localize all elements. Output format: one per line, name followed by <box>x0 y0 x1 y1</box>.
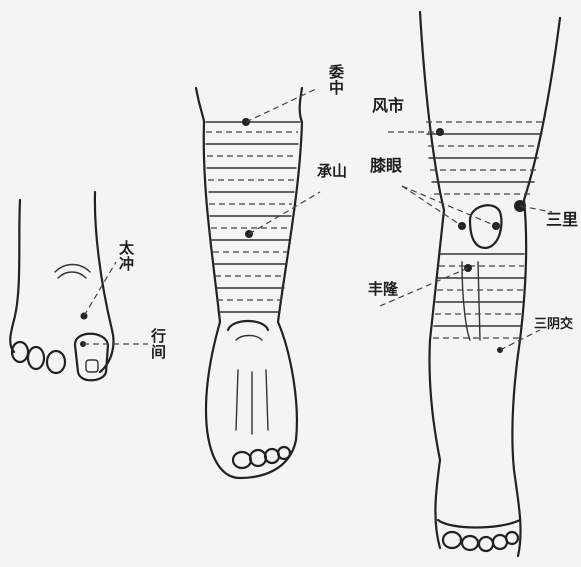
sanyinjiao-label: 三阴交 <box>534 318 573 331</box>
leg-front-right-outline <box>512 18 560 556</box>
taichong-label: 太冲 <box>118 240 133 272</box>
foot-top-toes <box>12 334 108 381</box>
weizhong-leader <box>246 88 318 122</box>
foot-top-crease-2 <box>58 272 86 278</box>
heel-curve <box>228 321 268 330</box>
lower-leg-back-figure <box>196 88 320 478</box>
leg-back-hatching <box>206 122 300 312</box>
xiyan-label: 膝眼 <box>370 158 402 174</box>
sole-lines <box>236 370 268 434</box>
fengshi-label: 风市 <box>372 98 404 114</box>
foot-top-figure <box>10 192 148 380</box>
foot-top-crease <box>55 265 90 273</box>
leg-front-foot <box>438 520 520 551</box>
tibia-lines <box>462 262 480 340</box>
xingjian-label: 行间 <box>150 328 165 360</box>
weizhong-label: 委中 <box>328 64 343 96</box>
heel-crease <box>236 336 262 341</box>
leg-back-outline <box>196 88 302 478</box>
fenglong-label: 丰隆 <box>368 282 398 297</box>
leg-front-figure <box>380 12 560 556</box>
zusanli-label: 三里 <box>546 212 578 228</box>
chengshan-label: 承山 <box>317 164 347 179</box>
